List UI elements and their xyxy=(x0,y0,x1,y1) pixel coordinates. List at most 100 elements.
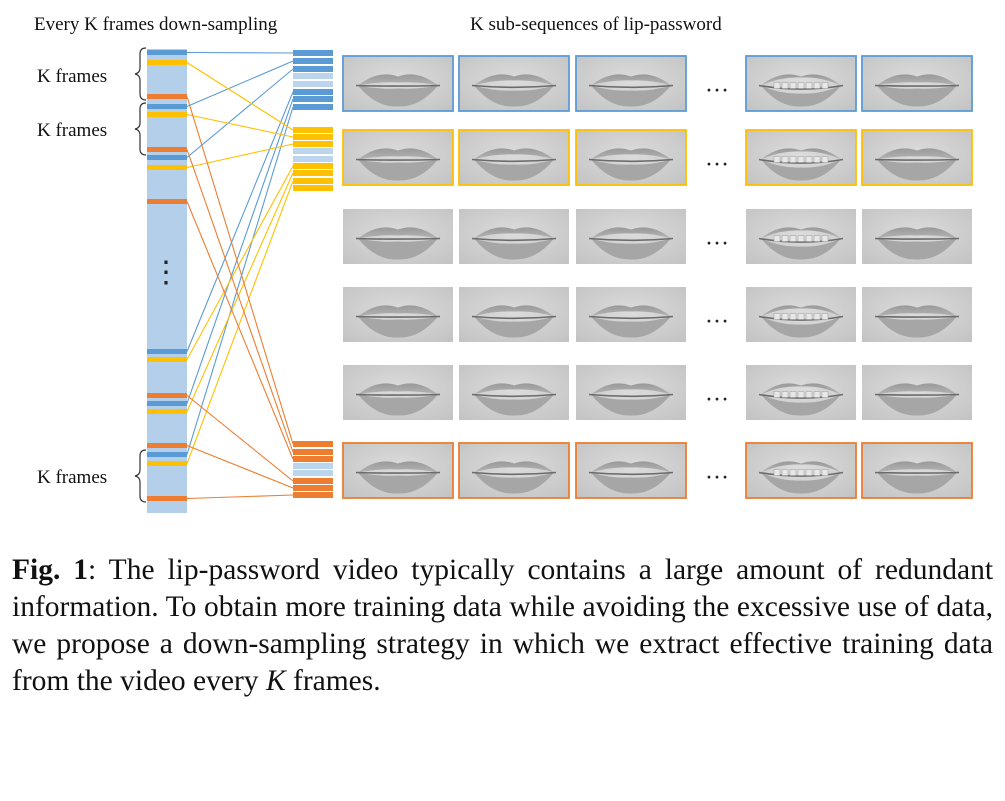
lip-frame-image xyxy=(343,365,453,420)
vertical-ellipsis: ⋮ xyxy=(151,256,181,289)
brace-label: K frames xyxy=(37,467,107,488)
lip-frame-image xyxy=(575,442,687,499)
frame-marker-yellow xyxy=(147,357,187,362)
source-frame-markers xyxy=(147,50,187,501)
brace-group-2: K frames xyxy=(37,102,147,156)
connection-line-blue xyxy=(186,98,294,404)
frame-marker-yellow xyxy=(147,60,187,65)
horizontal-ellipsis: … xyxy=(705,72,729,98)
caption-colon: : xyxy=(88,554,97,586)
connection-line-orange xyxy=(186,201,294,460)
lip-frame-image xyxy=(861,129,973,186)
frame-marker-orange xyxy=(147,147,187,152)
header-left: Every K frames down-sampling xyxy=(34,14,278,35)
lip-frame-image xyxy=(343,287,453,342)
lip-frame-image xyxy=(459,287,569,342)
subsequence-frame-yellow xyxy=(293,156,333,162)
brace-group-1: K frames xyxy=(37,47,147,101)
lip-frame-image xyxy=(575,129,687,186)
figure-caption: Fig. 1: The lip-password video typically… xyxy=(12,552,993,700)
connection-line-orange xyxy=(186,444,294,489)
lip-frame-image xyxy=(342,129,454,186)
connection-lines xyxy=(186,51,294,500)
subsequence-frame-yellow xyxy=(293,178,333,184)
subsequence-frame-orange xyxy=(293,456,333,462)
figure-label: Fig. 1 xyxy=(12,554,89,586)
connection-line-orange xyxy=(186,149,294,453)
connection-line-yellow xyxy=(186,180,294,464)
thumbnail-row-4: … xyxy=(343,287,972,342)
brace-group-3: K frames xyxy=(37,449,147,503)
lip-thumbnail-grid: … … … … … … xyxy=(342,55,973,499)
horizontal-ellipsis: … xyxy=(705,381,729,407)
lip-frame-image xyxy=(459,365,569,420)
sub-sequence-blocks xyxy=(293,50,333,498)
lip-frame-image xyxy=(458,55,570,112)
subsequence-frame-yellow xyxy=(293,148,333,154)
frame-marker-yellow xyxy=(147,112,187,117)
connection-line-yellow xyxy=(186,143,294,169)
down-sampling-diagram: Every K frames down-sampling K sub-seque… xyxy=(34,14,973,513)
subsequence-frame-yellow xyxy=(293,163,333,169)
thumbnail-row-2: … xyxy=(342,129,973,186)
lip-frame-image xyxy=(745,442,857,499)
subsequence-frame-yellow xyxy=(293,127,333,133)
header-right: K sub-sequences of lip-password xyxy=(470,14,722,35)
lip-frame-image xyxy=(745,55,857,112)
horizontal-ellipsis: … xyxy=(705,459,729,485)
connection-line-yellow xyxy=(186,172,294,412)
frame-marker-orange xyxy=(147,94,187,99)
connection-line-blue xyxy=(186,91,294,352)
subsequence-frame-blue xyxy=(293,73,333,79)
thumbnail-row-6: … xyxy=(342,442,973,499)
lip-frame-image xyxy=(576,287,686,342)
subsequence-frame-blue xyxy=(293,50,333,56)
lip-frame-image xyxy=(576,365,686,420)
source-frame-column xyxy=(147,49,187,513)
horizontal-ellipsis: … xyxy=(705,146,729,172)
connection-line-blue xyxy=(186,51,294,54)
lip-frame-image xyxy=(745,129,857,186)
lip-frame-image xyxy=(342,442,454,499)
subsequence-frame-yellow xyxy=(293,170,333,176)
caption-text: The lip-password video typically contain… xyxy=(12,554,994,697)
lip-frame-image xyxy=(746,287,856,342)
lip-frame-image xyxy=(458,442,570,499)
lip-frame-image xyxy=(862,209,972,264)
lip-frame-image xyxy=(861,55,973,112)
lip-frame-image xyxy=(746,365,856,420)
subsequence-frame-blue xyxy=(293,81,333,87)
connection-line-blue xyxy=(186,106,294,455)
caption-text-end: frames. xyxy=(293,665,381,697)
subsequence-frame-blue xyxy=(293,66,333,72)
subsequence-frame-blue xyxy=(293,58,333,64)
lip-frame-image xyxy=(576,209,686,264)
connection-line-orange xyxy=(186,395,294,482)
frame-marker-blue xyxy=(147,104,187,109)
brace-icon xyxy=(134,449,147,503)
horizontal-ellipsis: … xyxy=(705,303,729,329)
frame-marker-blue xyxy=(147,349,187,354)
connection-line-orange xyxy=(186,96,294,445)
subsequence-frame-orange xyxy=(293,492,333,498)
frame-marker-yellow xyxy=(147,165,187,170)
connection-line-blue xyxy=(186,68,294,158)
subsequence-frame-yellow xyxy=(293,185,333,191)
brace-label: K frames xyxy=(37,120,107,141)
subsequence-frame-blue xyxy=(293,104,333,110)
frame-marker-blue xyxy=(147,401,187,406)
horizontal-ellipsis: … xyxy=(705,225,729,251)
caption-variable: K xyxy=(265,665,286,697)
frame-marker-blue xyxy=(147,50,187,55)
connection-line-yellow xyxy=(186,165,294,360)
subsequence-frame-orange xyxy=(293,449,333,455)
subsequence-frame-orange xyxy=(293,463,333,469)
thumbnail-row-1: … xyxy=(342,55,973,112)
subsequence-frame-orange xyxy=(293,485,333,491)
frame-marker-blue xyxy=(147,452,187,457)
lip-frame-image xyxy=(343,209,453,264)
subsequence-frame-orange xyxy=(293,470,333,476)
connection-line-yellow xyxy=(186,113,294,138)
frame-marker-orange xyxy=(147,443,187,448)
frame-marker-yellow xyxy=(147,461,187,466)
